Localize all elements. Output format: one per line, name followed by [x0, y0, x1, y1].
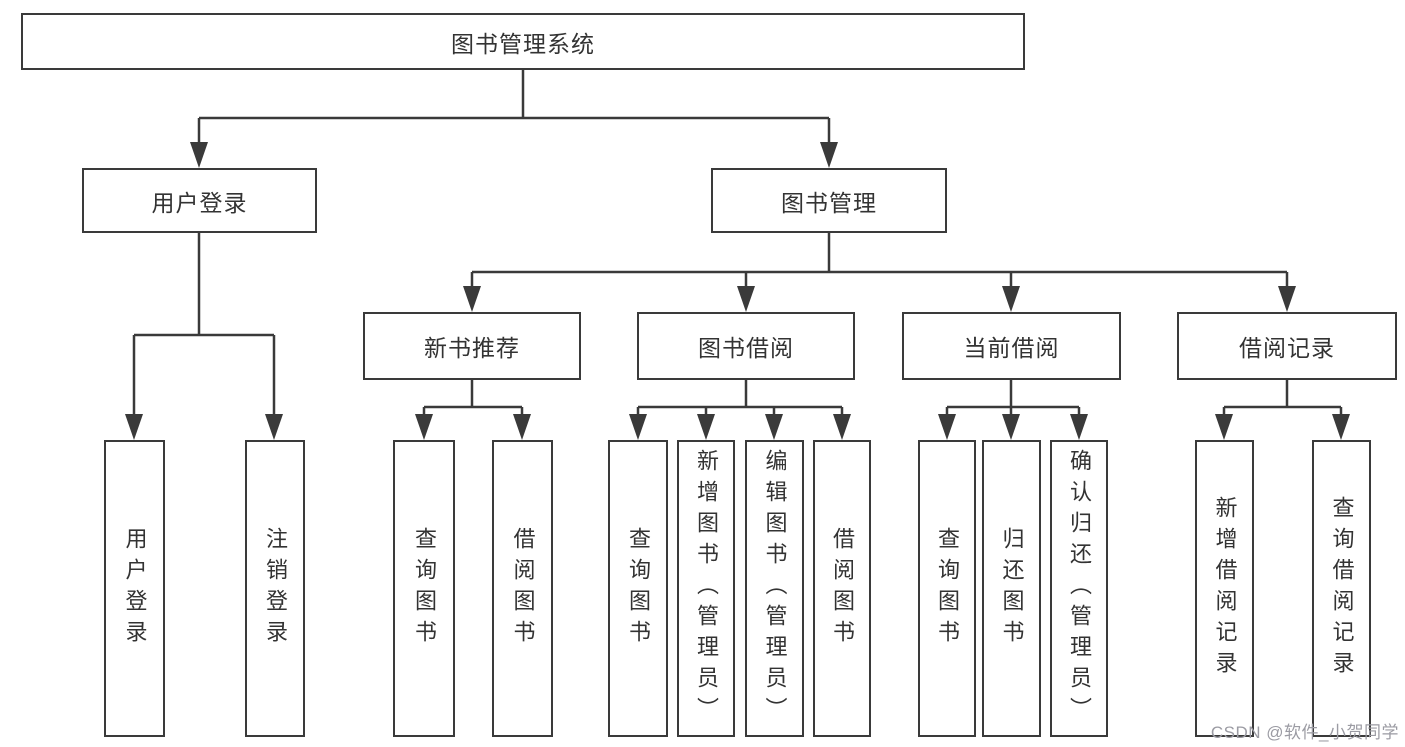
node-user-login: 用户登录: [82, 168, 317, 233]
node-label: 图书管理系统: [451, 30, 595, 57]
node-label: 新增图书（管理员）: [694, 449, 719, 728]
node-label: 借阅图书: [510, 526, 536, 651]
leaf-borrow-books-recommend: 借阅图书: [492, 440, 553, 737]
node-label: 查询图书: [626, 526, 651, 651]
node-label: 当前借阅: [963, 335, 1060, 361]
node-current-borrow: 当前借阅: [902, 312, 1121, 380]
node-label: 借阅记录: [1239, 335, 1335, 361]
node-book-borrow: 图书借阅: [637, 312, 855, 380]
node-label: 确认归还（管理员）: [1067, 449, 1092, 728]
node-label: 查询图书: [935, 526, 960, 651]
node-label: 查询图书: [412, 526, 437, 651]
leaf-edit-books-admin: 编辑图书（管理员）: [745, 440, 804, 737]
node-label: 归还图书: [999, 526, 1025, 651]
node-label: 用户登录: [122, 526, 148, 651]
node-label: 新书推荐: [424, 335, 520, 361]
node-borrow-records: 借阅记录: [1177, 312, 1397, 380]
node-label: 图书借阅: [698, 335, 794, 361]
csdn-watermark: CSDN @软件_小贺同学: [1210, 723, 1399, 742]
leaf-add-borrow-record: 新增借阅记录: [1195, 440, 1254, 737]
leaf-user-login: 用户登录: [104, 440, 165, 737]
leaf-return-books: 归还图书: [982, 440, 1041, 737]
leaf-query-books-recommend: 查询图书: [393, 440, 455, 737]
node-label: 用户登录: [151, 189, 248, 216]
leaf-query-books-current: 查询图书: [918, 440, 976, 737]
node-label: 新增借阅记录: [1212, 495, 1238, 682]
leaf-logout: 注销登录: [245, 440, 305, 737]
node-book-management: 图书管理: [711, 168, 947, 233]
leaf-query-books-borrow: 查询图书: [608, 440, 668, 737]
leaf-confirm-return-admin: 确认归还（管理员）: [1050, 440, 1108, 737]
leaf-query-borrow-record: 查询借阅记录: [1312, 440, 1371, 737]
node-label: 借阅图书: [830, 526, 855, 651]
node-label: 查询借阅记录: [1329, 495, 1355, 682]
node-label: 图书管理: [781, 189, 877, 216]
node-label: 注销登录: [263, 526, 288, 651]
node-library-management-system: 图书管理系统: [21, 13, 1025, 70]
leaf-add-books-admin: 新增图书（管理员）: [677, 440, 735, 737]
leaf-borrow-books: 借阅图书: [813, 440, 871, 737]
node-label: 编辑图书（管理员）: [762, 449, 788, 728]
node-new-book-recommend: 新书推荐: [363, 312, 581, 380]
